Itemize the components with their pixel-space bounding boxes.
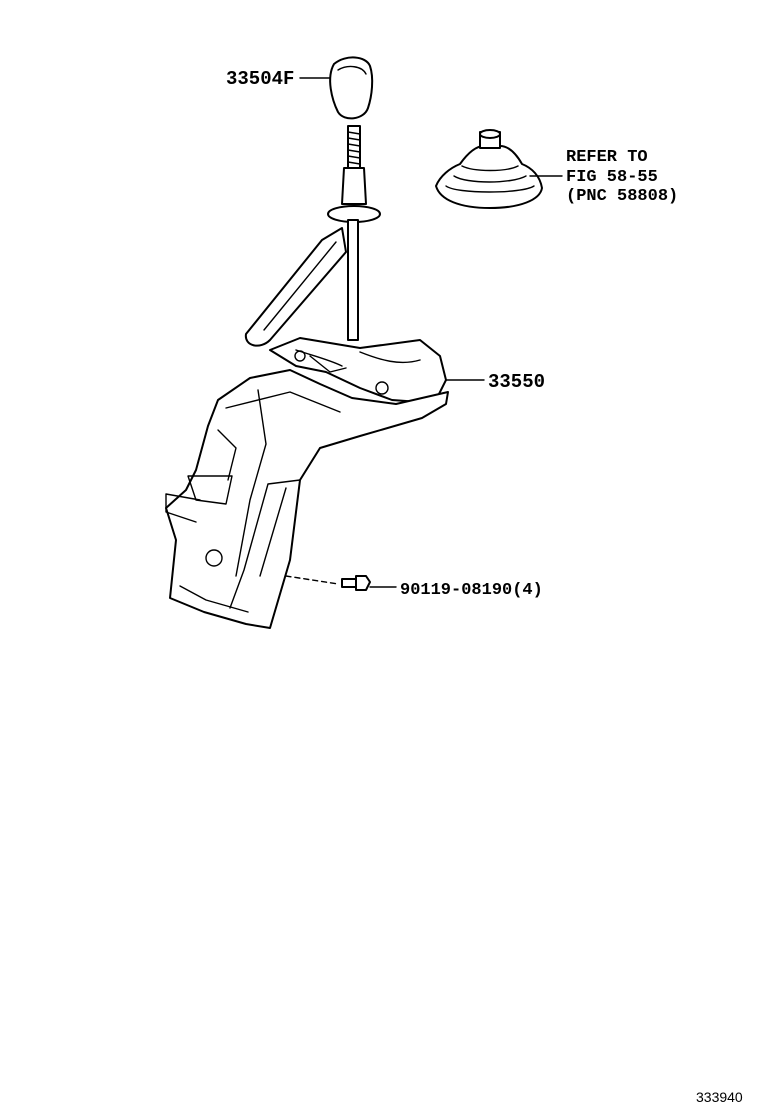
boot-refer-line1: REFER TO: [566, 148, 648, 167]
shift-knob: [329, 56, 374, 120]
boot-refer-line3: (PNC 58808): [566, 187, 678, 206]
shift-lever: [327, 125, 381, 341]
shifter-assembly-part-label: 33550: [488, 371, 545, 393]
bolt-part-label: 90119-08190(4): [400, 581, 543, 600]
shift-boot: [435, 129, 543, 209]
shifter-assembly: [165, 227, 449, 629]
mounting-bolt: [285, 575, 371, 591]
leader-lines: [299, 77, 563, 588]
boot-refer-line2: FIG 58-55: [566, 168, 658, 187]
knob-part-label: 33504F: [226, 68, 294, 90]
figure-id: 333940: [696, 1089, 743, 1105]
